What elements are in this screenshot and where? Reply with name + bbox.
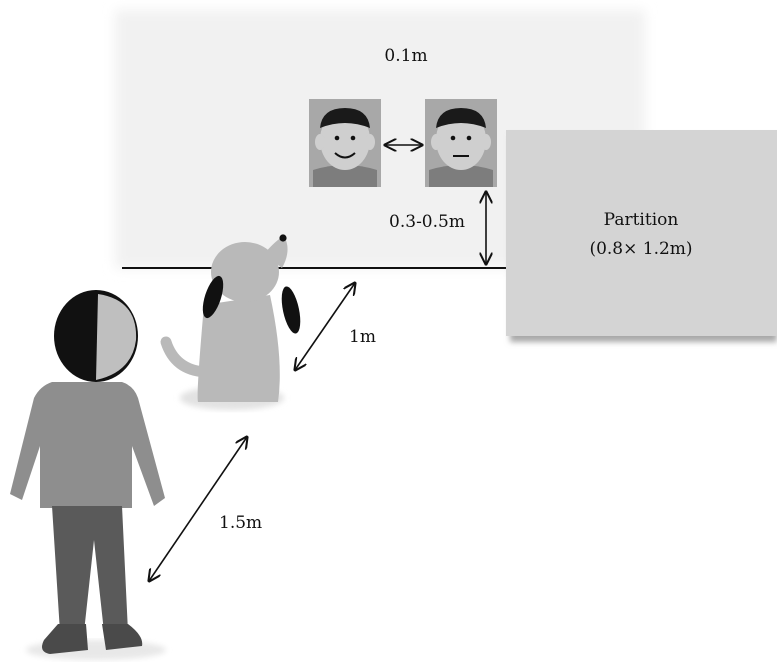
- smiling-face-icon: [309, 99, 381, 187]
- person-distance-label: 1.5m: [219, 513, 262, 533]
- person-icon: [10, 290, 166, 660]
- dog-distance-label: 1m: [349, 327, 376, 347]
- face-height-label: 0.3-0.5m: [389, 212, 465, 232]
- person-distance-arrow: [149, 437, 247, 581]
- dog-distance-arrow: [295, 283, 355, 370]
- dog-icon: [160, 234, 301, 410]
- partition-name-label: Partition: [604, 210, 679, 230]
- partition: Partition (0.8× 1.2m): [506, 130, 777, 342]
- neutral-face-icon: [425, 99, 497, 187]
- partition-size-label: (0.8× 1.2m): [589, 239, 692, 259]
- face-gap-label: 0.1m: [384, 46, 427, 66]
